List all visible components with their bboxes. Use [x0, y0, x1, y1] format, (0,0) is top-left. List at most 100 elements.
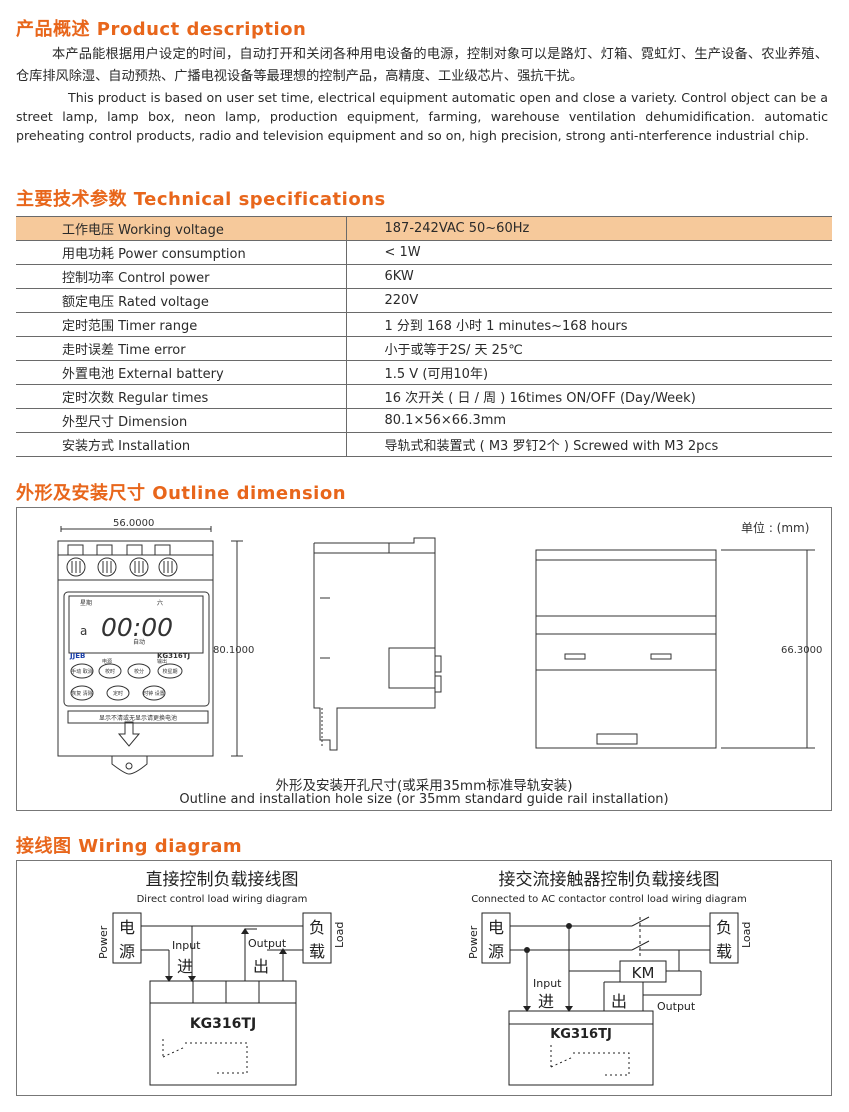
lcd-auto-label: 自动	[133, 638, 145, 646]
right-power-cn-1: 电	[488, 918, 504, 937]
lcd-digit: a	[80, 624, 87, 638]
spec-key: 额定电压 Rated voltage	[16, 288, 347, 313]
button-label-restore: 恢复 清除	[71, 690, 93, 697]
left-model-label: KG316TJ	[190, 1016, 256, 1032]
left-input-cn: 进	[177, 957, 193, 976]
right-input-cn: 进	[538, 992, 554, 1011]
lcd-day-label: 六	[157, 599, 163, 607]
left-input-label: Input	[172, 939, 201, 952]
left-output-label: Output	[248, 937, 287, 950]
section-heading-specs: 主要技术参数 Technical specifications	[16, 189, 386, 210]
wiring-drawing: 直接控制负载接线图 Direct control load wiring dia…	[97, 870, 753, 1086]
spec-key: 外型尺寸 Dimension	[16, 408, 347, 433]
left-load-cn-2: 载	[309, 942, 325, 961]
depth-dimension-label: 66.3000	[781, 645, 822, 656]
left-power-label: Power	[97, 925, 110, 959]
right-junction-dots	[523, 923, 573, 1012]
section-heading-wiring: 接线图 Wiring diagram	[16, 836, 243, 857]
spec-value: 小于或等于2S/ 天 25℃	[346, 336, 832, 361]
outline-caption-en: Outline and installation hole size (or 3…	[179, 792, 669, 807]
lcd-time: 00:00	[101, 613, 173, 642]
right-load-label: Load	[740, 922, 753, 948]
right-load-cn-1: 负	[716, 918, 732, 937]
lcd-week-label: 星期	[80, 599, 92, 607]
height-dimension-label: 80.1000	[213, 645, 254, 656]
outline-caption-cn: 外形及安装开孔尺寸(或采用35mm标准导轨安装)	[275, 778, 573, 794]
left-output-cn: 出	[253, 957, 269, 976]
left-load-label: Load	[333, 922, 346, 948]
spec-key: 工作电压 Working voltage	[16, 216, 347, 241]
spec-key: 定时次数 Regular times	[16, 384, 347, 409]
spec-value: 80.1×56×66.3mm	[346, 408, 832, 433]
front-model-label: KG316TJ	[157, 652, 190, 660]
right-output-label: Output	[657, 1000, 696, 1013]
unit-label: 单位 : (mm)	[741, 520, 809, 535]
left-title-en: Direct control load wiring diagram	[137, 894, 308, 905]
spec-row: 用电功耗 Power consumption< 1W	[16, 240, 832, 265]
km-label: KM	[632, 964, 655, 982]
side-view	[313, 537, 442, 751]
width-dimension-label: 56.0000	[113, 518, 154, 529]
button-label-set-hour: 校时	[105, 668, 115, 675]
button-label-set-week: 校星期	[162, 668, 177, 675]
outline-drawing: 56.0000 80.1000 星期 六 a 00:00 自动 JJEB KG3…	[57, 518, 822, 775]
spec-key: 用电功耗 Power consumption	[16, 240, 347, 265]
section-heading-outline: 外形及安装尺寸 Outline dimension	[16, 483, 347, 504]
wiring-panel: 直接控制负载接线图 Direct control load wiring dia…	[16, 860, 832, 1096]
right-wiring-lines	[481, 912, 739, 1086]
spec-value: 16 次开关 ( 日 / 周 ) 16times ON/OFF (Day/Wee…	[346, 384, 832, 409]
left-power-cn-2: 源	[119, 942, 135, 961]
right-load-cn-2: 载	[716, 942, 732, 961]
left-load-cn-1: 负	[309, 918, 325, 937]
button-label-set-minute: 校分	[134, 668, 144, 675]
outline-panel: 56.0000 80.1000 星期 六 a 00:00 自动 JJEB KG3…	[16, 507, 832, 811]
left-wiring-lines	[112, 912, 332, 1086]
right-power-cn-2: 源	[488, 942, 504, 961]
description-cn: 本产品能根据用户设定的时间，自动打开和关闭各种用电设备的电源，控制对象可以是路灯…	[16, 47, 828, 84]
right-input-label: Input	[533, 977, 562, 990]
spec-key: 走时误差 Time error	[16, 336, 347, 361]
right-power-label: Power	[467, 925, 480, 959]
top-view	[535, 549, 815, 749]
description-en: This product is based on user set time, …	[16, 90, 828, 143]
right-title-cn: 接交流接触器控制负载接线图	[499, 870, 720, 890]
spec-key: 外置电池 External battery	[16, 360, 347, 385]
button-label-manual: 手动 取消	[71, 668, 93, 675]
power-led-label: 电源	[102, 658, 112, 665]
spec-value: < 1W	[346, 240, 832, 265]
spec-key: 控制功率 Control power	[16, 264, 347, 289]
spec-value: 1 分到 168 小时 1 minutes~168 hours	[346, 312, 832, 337]
output-led-label: 输出	[157, 658, 167, 665]
spec-value: 220V	[346, 288, 832, 313]
spec-value: 1.5 V (可用10年)	[346, 360, 832, 385]
right-title-en: Connected to AC contactor control load w…	[471, 894, 747, 905]
spec-value: 导轨式和装置式 ( M3 罗钉2个 ) Screwed with M3 2pcs	[346, 432, 832, 457]
front-view	[57, 526, 243, 775]
left-arrows	[165, 928, 287, 982]
battery-note: 显示不清或无显示请更换电池	[99, 714, 177, 722]
button-label-timer: 定时	[113, 690, 123, 697]
right-output-cn: 出	[611, 992, 627, 1011]
button-label-clock: 时钟 设置	[143, 690, 165, 697]
left-title-cn: 直接控制负载接线图	[146, 870, 299, 890]
brand-logo: JJEB	[69, 652, 85, 660]
spec-value: 6KW	[346, 264, 832, 289]
front-buttons: 手动 取消 校时 校分 校星期 恢复 清除 定时 时钟 设置	[71, 668, 177, 697]
left-power-cn-1: 电	[119, 918, 135, 937]
spec-key: 定时范围 Timer range	[16, 312, 347, 337]
spec-value: 187-242VAC 50~60Hz	[346, 216, 832, 241]
section-heading-description: 产品概述 Product description	[16, 19, 307, 40]
right-model-label: KG316TJ	[550, 1027, 612, 1042]
description-text: 本产品能根据用户设定的时间，自动打开和关闭各种用电设备的电源，控制对象可以是路灯…	[16, 44, 828, 145]
spec-key: 安装方式 Installation	[16, 432, 347, 457]
